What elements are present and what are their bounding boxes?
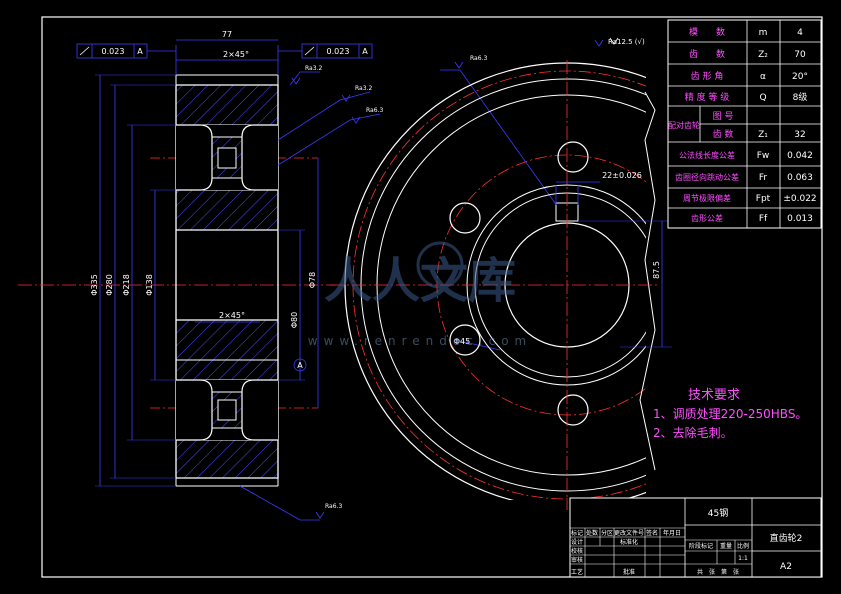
svg-text:技术要求: 技术要求 [688, 388, 740, 403]
svg-text:重量: 重量 [720, 542, 732, 550]
svg-text:0.013: 0.013 [787, 214, 813, 224]
svg-text:Fr: Fr [759, 173, 768, 183]
svg-text:标准化: 标准化 [620, 538, 638, 546]
svg-text:Fw: Fw [757, 151, 770, 161]
tb-header-2: 分区 [601, 529, 613, 537]
svg-text:设计: 设计 [571, 538, 583, 546]
dim-key-depth: 87.5 [652, 261, 661, 279]
svg-text:Ra3.2: Ra3.2 [355, 85, 372, 92]
svg-text:Ra6.3: Ra6.3 [470, 55, 487, 62]
dim-chamfer-mid: 2×45° [219, 311, 245, 320]
dim-d3: Φ218 [122, 274, 131, 296]
parameter-table: 模 数 m 4 齿 数 Z₂ 70 齿 形 角 α 20° 精 度 等 级 Q … [667, 19, 822, 229]
tb-part-name: 直齿轮2 [770, 532, 803, 544]
svg-text:齿 数: 齿 数 [689, 48, 725, 60]
svg-text:www.renrendoc.com: www.renrendoc.com [308, 334, 532, 348]
svg-text:1:1: 1:1 [738, 555, 748, 562]
title-block: 标记 处数 分区 更改文件号 签名 年月日 设计 校核 审核 工艺 标准化 批准… [569, 497, 822, 578]
svg-text:m: m [759, 28, 768, 38]
svg-text:A: A [137, 47, 143, 56]
svg-text:周节极限偏差: 周节极限偏差 [683, 193, 731, 203]
dim-d2: Φ280 [105, 274, 114, 296]
svg-text:齿 形 角: 齿 形 角 [691, 70, 724, 82]
svg-text:Ra6.3: Ra6.3 [366, 107, 383, 114]
section-view: 77 2×45° 2×45° Φ335 Φ280 Φ218 Φ138 Φ80 Φ… [18, 30, 335, 487]
dim-width: 77 [222, 30, 232, 39]
svg-text:α: α [760, 72, 766, 82]
svg-text:32: 32 [794, 130, 805, 140]
svg-text:8级: 8级 [793, 91, 808, 103]
dim-hole: Φ45 [454, 337, 470, 346]
watermark: 人人文库 www.renrendoc.com [308, 241, 532, 348]
dim-d1: Φ335 [90, 274, 99, 296]
drawing-frame [41, 16, 823, 578]
tb-header-4: 签名 [646, 529, 658, 537]
svg-text:0.042: 0.042 [787, 151, 813, 161]
dim-d4: Φ138 [145, 274, 154, 296]
svg-text:0.023: 0.023 [102, 47, 125, 56]
svg-text:齿 数: 齿 数 [713, 128, 734, 140]
tb-sheet: A2 [780, 562, 792, 572]
svg-text:A: A [362, 47, 368, 56]
svg-text:0.023: 0.023 [327, 47, 350, 56]
svg-text:精 度 等 级: 精 度 等 级 [685, 91, 730, 103]
tb-header-3: 更改文件号 [614, 529, 644, 537]
svg-text:批准: 批准 [623, 568, 635, 576]
dim-key-width: 22±0.026 [602, 171, 642, 180]
tolerance-left: 0.023 A [76, 43, 176, 59]
front-view: 22±0.026 87.5 Φ45 [330, 60, 672, 510]
svg-text:Q: Q [759, 93, 766, 103]
svg-text:0.063: 0.063 [787, 173, 813, 183]
param-name: 模 数 [689, 26, 725, 38]
svg-text:20°: 20° [792, 72, 808, 82]
tech-requirements: 技术要求 1、调质处理220-250HBS。 2、去除毛刺。 [653, 388, 807, 440]
roughness-marks: Ra3.2 Ra3.2 Ra6.3 Ra6.3 Ra6.3 Ra12.5 (√) [239, 37, 645, 521]
svg-text:70: 70 [794, 50, 806, 60]
dim-chamfer-top: 2×45° [223, 50, 249, 59]
svg-text:阶段标记: 阶段标记 [689, 542, 713, 550]
svg-text:Ra3.2: Ra3.2 [305, 65, 322, 72]
svg-text:Fpt: Fpt [756, 194, 771, 204]
svg-text:Ff: Ff [759, 214, 768, 224]
svg-text:Z₁: Z₁ [758, 130, 768, 140]
svg-text:审核: 审核 [571, 556, 583, 564]
svg-text:Ra12.5 (√): Ra12.5 (√) [608, 38, 645, 46]
svg-text:校核: 校核 [571, 547, 583, 555]
dim-d5: Φ80 [290, 312, 299, 328]
svg-text:Ra6.3: Ra6.3 [325, 503, 342, 510]
svg-text:齿形公差: 齿形公差 [691, 213, 723, 223]
tb-header-1: 处数 [586, 529, 598, 537]
svg-text:2、去除毛刺。: 2、去除毛刺。 [653, 425, 733, 440]
svg-text:1、调质处理220-250HBS。: 1、调质处理220-250HBS。 [653, 407, 807, 421]
svg-text:±0.022: ±0.022 [783, 194, 816, 204]
datum-a: A [297, 361, 303, 370]
tb-material: 45钢 [708, 507, 728, 519]
tolerance-right: 0.023 A [278, 43, 373, 59]
svg-text:Z₂: Z₂ [758, 50, 768, 60]
svg-text:配对齿轮: 配对齿轮 [668, 120, 700, 130]
svg-text:齿圈径向跳动公差: 齿圈径向跳动公差 [675, 172, 739, 182]
tb-header-5: 年月日 [663, 529, 681, 537]
svg-text:人人文库: 人人文库 [324, 253, 516, 309]
svg-text:图 号: 图 号 [713, 111, 734, 122]
svg-text:4: 4 [797, 28, 803, 38]
tb-header-0: 标记 [571, 529, 583, 537]
svg-text:比例: 比例 [737, 542, 749, 550]
svg-text:共 张 第 张: 共 张 第 张 [697, 568, 739, 576]
svg-text:公法线长度公差: 公法线长度公差 [679, 150, 735, 160]
svg-text:工艺: 工艺 [571, 568, 583, 576]
dim-d6: Φ78 [308, 272, 317, 288]
